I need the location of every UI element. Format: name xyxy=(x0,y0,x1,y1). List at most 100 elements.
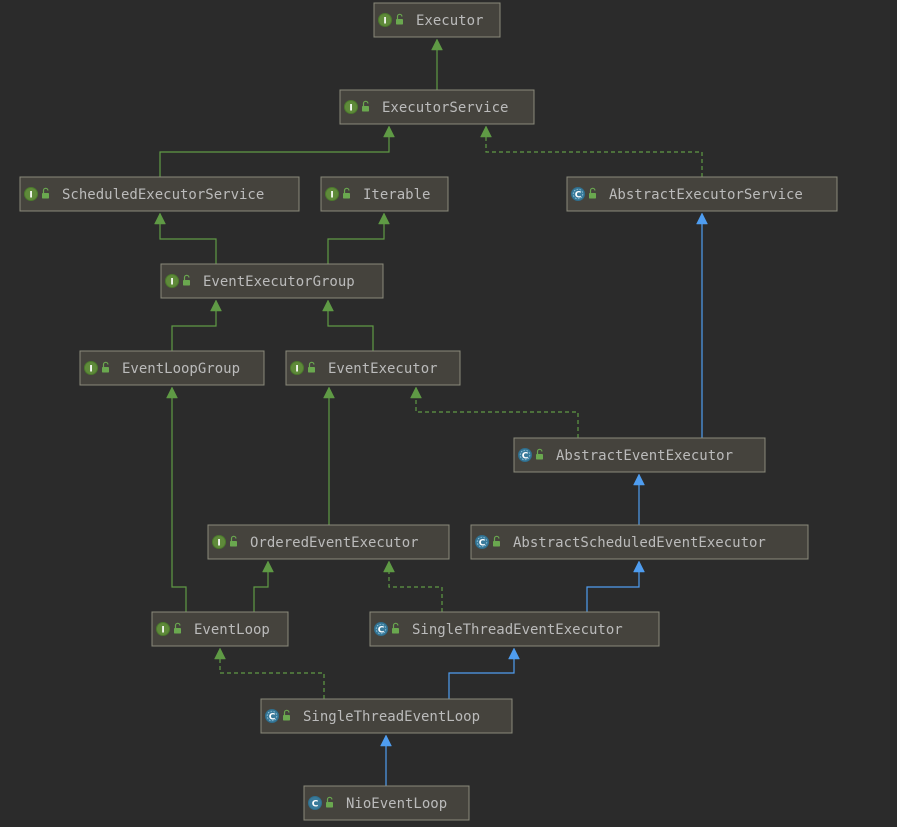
badge-letter: I xyxy=(295,364,298,374)
edge-NioEventLoop-to-SingleThreadEventLoop xyxy=(380,734,392,786)
badge-letter: I xyxy=(217,538,220,548)
badge-letter: I xyxy=(170,277,173,287)
node-box xyxy=(470,524,809,560)
edge-arrowhead xyxy=(166,386,178,399)
abstract-class-badge-icon: C xyxy=(265,709,279,723)
public-lock-icon xyxy=(174,622,181,634)
node-EventExecutorGroup[interactable]: I EventExecutorGroup xyxy=(160,263,384,299)
edge-arrowhead xyxy=(696,212,708,225)
node-SingleThreadEventLoop[interactable]: C SingleThreadEventLoop xyxy=(260,698,513,734)
edge-line xyxy=(219,656,325,699)
badge-letter: I xyxy=(383,16,386,26)
edge-AbstractExecutorService-to-ExecutorService xyxy=(480,125,703,177)
public-lock-icon xyxy=(308,361,315,373)
badge-letter: C xyxy=(378,625,385,635)
badge-letter: C xyxy=(575,190,582,200)
node-EventLoop[interactable]: I EventLoop xyxy=(151,611,289,647)
edge-line xyxy=(388,569,443,612)
badge-letter: I xyxy=(349,103,352,113)
edge-line xyxy=(327,221,385,264)
edge-arrowhead xyxy=(410,386,422,399)
node-NioEventLoop[interactable]: C NioEventLoop xyxy=(303,785,470,821)
node-EventExecutor[interactable]: I EventExecutor xyxy=(285,350,461,386)
edge-arrowhead xyxy=(262,560,274,573)
edge-arrowhead xyxy=(633,473,645,486)
badge-letter: I xyxy=(29,190,32,200)
interface-badge-icon: I xyxy=(344,100,358,114)
node-EventLoopGroup[interactable]: I EventLoopGroup xyxy=(79,350,265,386)
public-lock-icon xyxy=(326,796,333,808)
node-box xyxy=(339,89,535,125)
node-AbstractEventExecutor[interactable]: C AbstractEventExecutor xyxy=(513,437,766,473)
node-label: NioEventLoop xyxy=(346,796,447,812)
edge-SingleThreadEventLoop-to-SingleThreadEventExecutor xyxy=(448,647,520,699)
edge-line xyxy=(327,308,374,351)
node-AbstractScheduledEventExecutor[interactable]: C AbstractScheduledEventExecutor xyxy=(470,524,809,560)
edge-arrowhead xyxy=(431,38,443,51)
edge-arrowhead xyxy=(380,734,392,747)
node-box xyxy=(19,176,300,212)
badge-letter: I xyxy=(161,625,164,635)
node-box xyxy=(160,263,384,299)
edge-line xyxy=(415,395,579,438)
node-box xyxy=(79,350,265,386)
node-label: SingleThreadEventLoop xyxy=(303,709,480,725)
node-label: EventLoop xyxy=(194,622,270,638)
node-AbstractExecutorService[interactable]: C AbstractExecutorService xyxy=(566,176,838,212)
node-Executor[interactable]: I Executor xyxy=(373,2,501,38)
edge-ScheduledExecutorService-to-ExecutorService xyxy=(159,125,395,177)
class-badge-icon: C xyxy=(308,796,322,810)
edge-EventLoop-to-OrderedEventExecutor xyxy=(253,560,274,612)
edge-arrowhead xyxy=(214,647,226,660)
edge-EventExecutorGroup-to-ScheduledExecutorService xyxy=(154,212,217,264)
node-OrderedEventExecutor[interactable]: I OrderedEventExecutor xyxy=(207,524,450,560)
edge-arrowhead xyxy=(322,299,334,312)
node-ScheduledExecutorService[interactable]: I ScheduledExecutorService xyxy=(19,176,300,212)
interface-badge-icon: I xyxy=(156,622,170,636)
edge-line xyxy=(485,134,703,177)
public-lock-icon xyxy=(362,100,369,112)
edge-arrowhead xyxy=(480,125,492,138)
node-label: AbstractEventExecutor xyxy=(556,448,733,464)
public-lock-icon xyxy=(343,187,350,199)
badge-letter: C xyxy=(522,451,529,461)
edge-EventExecutor-to-EventExecutorGroup xyxy=(322,299,374,351)
node-box xyxy=(373,2,501,38)
edge-arrowhead xyxy=(508,647,520,660)
node-label: Executor xyxy=(416,13,483,29)
node-label: AbstractScheduledEventExecutor xyxy=(513,535,766,551)
badge-letter: I xyxy=(89,364,92,374)
node-label: EventExecutorGroup xyxy=(203,274,355,290)
edge-arrowhead xyxy=(323,386,335,399)
node-label: EventExecutor xyxy=(328,361,438,377)
node-ExecutorService[interactable]: I ExecutorService xyxy=(339,89,535,125)
abstract-class-badge-icon: C xyxy=(374,622,388,636)
node-label: ScheduledExecutorService xyxy=(62,187,264,203)
node-box xyxy=(207,524,450,560)
interface-badge-icon: I xyxy=(325,187,339,201)
node-label: ExecutorService xyxy=(382,100,508,116)
edge-line xyxy=(159,221,217,264)
abstract-class-badge-icon: C xyxy=(518,448,532,462)
edge-line xyxy=(171,308,217,351)
abstract-class-badge-icon: C xyxy=(571,187,585,201)
public-lock-icon xyxy=(102,361,109,373)
node-box xyxy=(260,698,513,734)
interface-badge-icon: I xyxy=(24,187,38,201)
badge-letter: C xyxy=(479,538,486,548)
edge-OrderedEventExecutor-to-EventExecutor xyxy=(323,386,335,525)
edge-AbstractEventExecutor-to-EventExecutor xyxy=(410,386,579,438)
public-lock-icon xyxy=(183,274,190,286)
edge-EventExecutorGroup-to-Iterable xyxy=(327,212,390,264)
edge-arrowhead xyxy=(378,212,390,225)
node-label: EventLoopGroup xyxy=(122,361,240,377)
node-label: AbstractExecutorService xyxy=(609,187,803,203)
edge-arrowhead xyxy=(210,299,222,312)
badge-letter: I xyxy=(330,190,333,200)
edge-line xyxy=(448,656,515,699)
public-lock-icon xyxy=(396,13,403,25)
node-label: OrderedEventExecutor xyxy=(250,535,419,551)
node-box xyxy=(320,176,449,212)
